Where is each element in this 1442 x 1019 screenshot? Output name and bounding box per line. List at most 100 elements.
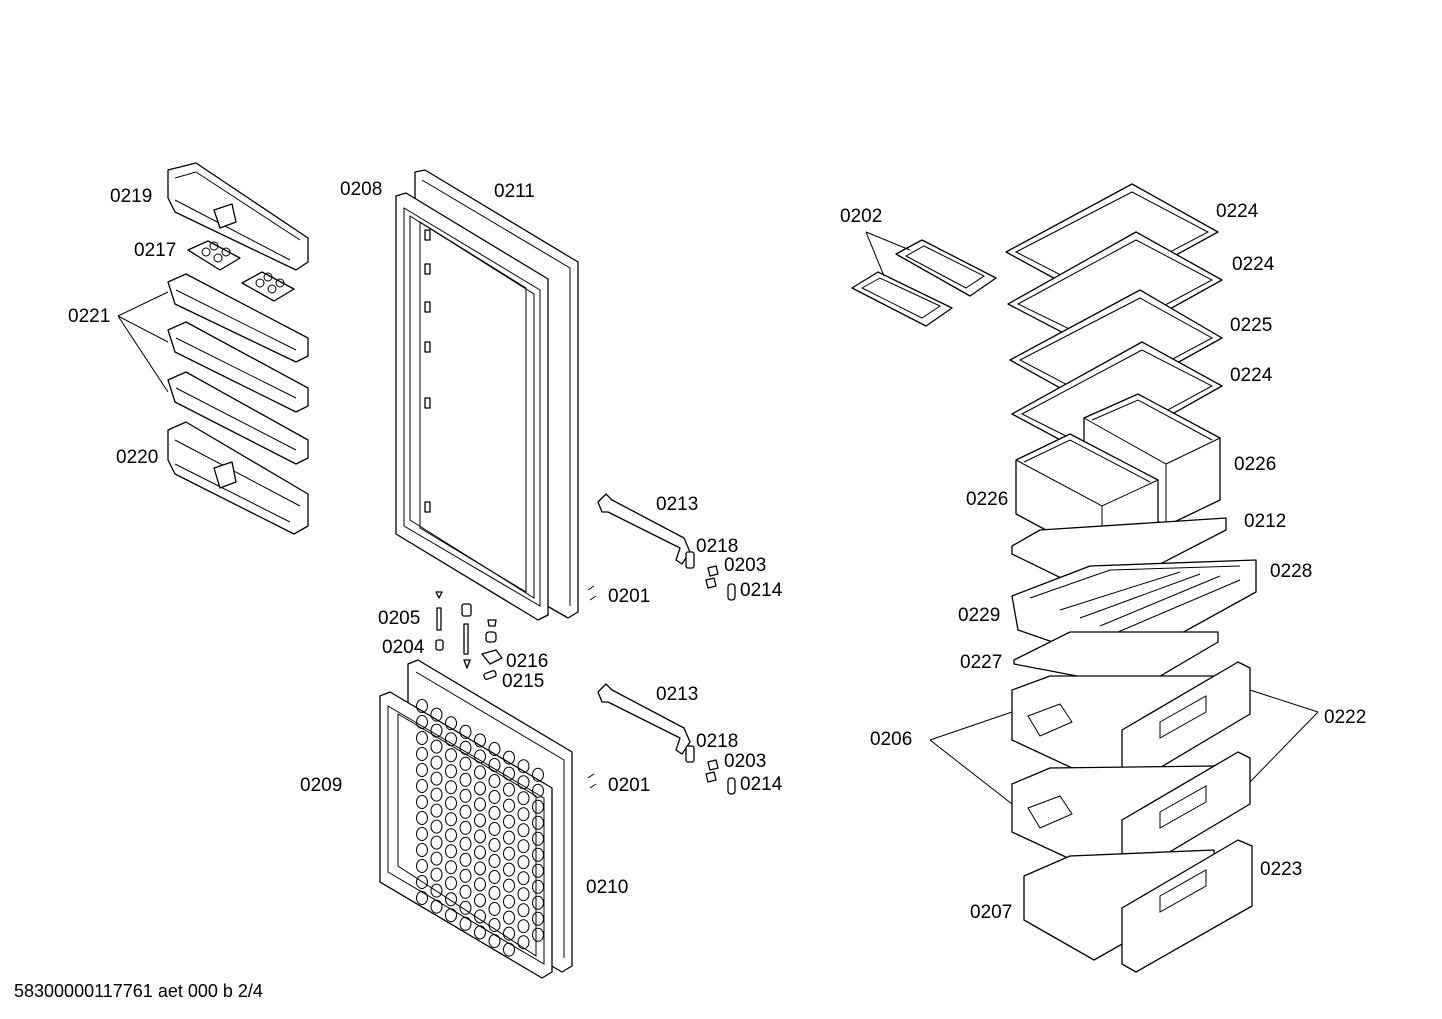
door-shelf-0221-a (167, 273, 309, 363)
leader-0206 (929, 711, 1013, 805)
crisper-glass-0227 (1013, 631, 1219, 689)
dimple (503, 942, 515, 957)
dimple (517, 935, 530, 950)
dimple (517, 791, 530, 806)
dimple (503, 926, 515, 941)
callout-0203-upper: 0203 (724, 555, 766, 576)
dimple (445, 796, 457, 811)
door-shelf-0221-c (167, 371, 309, 465)
callout-0202: 0202 (840, 206, 882, 227)
dimple (488, 870, 501, 884)
dimple (503, 750, 515, 765)
dimple (416, 779, 428, 793)
dimple (430, 739, 443, 754)
dimple (532, 767, 544, 782)
document-footer-code: 58300000117761 aet 000 b 2/4 (14, 981, 263, 1001)
ice-trays-0202 (851, 239, 997, 327)
dimple (474, 829, 486, 844)
dimple (430, 803, 443, 818)
callout-0218-lower: 0218 (696, 731, 738, 752)
dimple (445, 716, 457, 731)
door-hinge-clips (424, 229, 431, 513)
dimple (445, 844, 457, 859)
callout-0206: 0206 (870, 729, 912, 750)
door-gasket-0208 (395, 192, 549, 621)
dimple (430, 899, 443, 914)
dimple (488, 918, 501, 932)
dimple (517, 855, 530, 870)
egg-tray-0217 (187, 240, 295, 302)
dimple (488, 822, 501, 836)
dimple (517, 839, 530, 854)
callout-0226-right: 0226 (1234, 454, 1276, 475)
dimple (517, 823, 530, 838)
dimple (430, 819, 443, 834)
dimple (430, 755, 443, 770)
callout-0220: 0220 (116, 447, 158, 468)
dimple (416, 843, 428, 857)
dimple (517, 887, 530, 902)
dimple (488, 854, 501, 868)
dimple (430, 883, 443, 898)
callout-0223: 0223 (1260, 859, 1302, 880)
callout-0201-upper: 0201 (608, 586, 650, 607)
dimple (474, 877, 486, 892)
dimple (459, 772, 472, 787)
dimple (488, 838, 501, 852)
callout-0226-left: 0226 (966, 489, 1008, 510)
drawer-front-0223 (1121, 839, 1253, 973)
callout-0204: 0204 (382, 637, 425, 658)
dimple (416, 795, 428, 809)
dimple (503, 798, 515, 813)
dimple (430, 851, 443, 866)
dimple (445, 764, 457, 779)
dimple (445, 860, 457, 875)
dimple (517, 871, 530, 886)
dimple (503, 766, 515, 781)
door-shelf-0219 (167, 162, 309, 271)
dimple (416, 747, 428, 761)
dimple (459, 852, 472, 867)
dimple (517, 919, 530, 934)
callout-0214-lower: 0214 (740, 774, 783, 795)
dimple (445, 908, 457, 923)
callout-0213-lower: 0213 (656, 684, 698, 705)
dimple (416, 699, 428, 713)
dimple (532, 783, 544, 798)
dimple (445, 780, 457, 795)
dimple (474, 749, 486, 764)
leader-0202 (865, 231, 911, 277)
dimple (503, 782, 515, 797)
handle-0213-lower (597, 683, 691, 755)
callout-0219: 0219 (110, 186, 152, 207)
dimple (416, 715, 428, 729)
dimple (459, 820, 472, 835)
dimple (488, 790, 501, 804)
callout-0225: 0225 (1230, 315, 1272, 336)
dimple (416, 859, 428, 873)
dimple (474, 765, 486, 780)
dimple (445, 876, 457, 891)
dimple (459, 868, 472, 883)
callout-0205: 0205 (378, 608, 420, 629)
callout-0227: 0227 (960, 652, 1002, 673)
dimple (488, 902, 501, 916)
callout-0222: 0222 (1324, 707, 1366, 728)
dimple (459, 900, 472, 915)
dimple (532, 895, 544, 910)
dimple (430, 867, 443, 882)
dimple (416, 811, 428, 825)
dimple (445, 812, 457, 827)
dimple (430, 787, 443, 802)
callout-0217: 0217 (134, 240, 176, 261)
dimple (474, 861, 486, 876)
dimple (532, 927, 544, 942)
callout-0224-c: 0224 (1230, 365, 1273, 386)
dimple (517, 807, 530, 822)
leader-0221 (117, 291, 169, 393)
dimple (445, 828, 457, 843)
dimple (503, 910, 515, 925)
callout-0212: 0212 (1244, 511, 1286, 532)
callout-0215: 0215 (502, 671, 544, 692)
handle-small-parts-upper (587, 551, 736, 601)
